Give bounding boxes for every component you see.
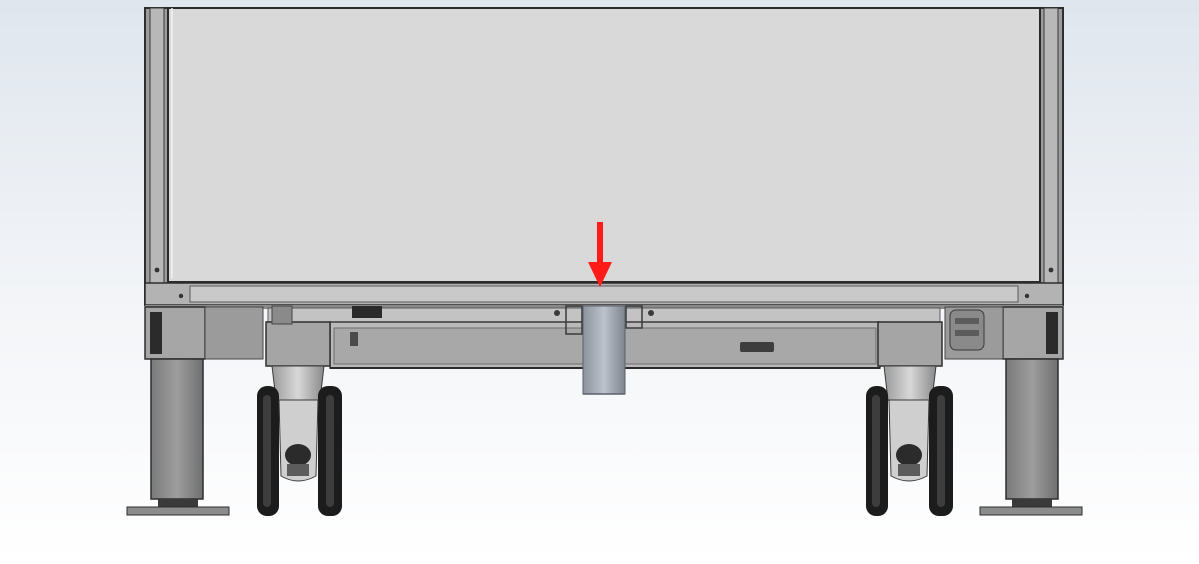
right-leveling-foot — [979, 358, 1083, 516]
left-leveling-foot — [126, 358, 230, 516]
left-caster — [257, 305, 342, 516]
cabinet-body — [144, 7, 1064, 306]
front-panel — [167, 7, 1041, 283]
mounting-hardware — [554, 305, 654, 335]
annotation-arrow — [588, 222, 612, 287]
drain-pipe — [582, 305, 626, 395]
base-frame — [144, 282, 1064, 309]
right-leg-bracket — [944, 306, 1064, 360]
left-leg-bracket — [144, 306, 264, 360]
right-caster — [866, 321, 953, 516]
